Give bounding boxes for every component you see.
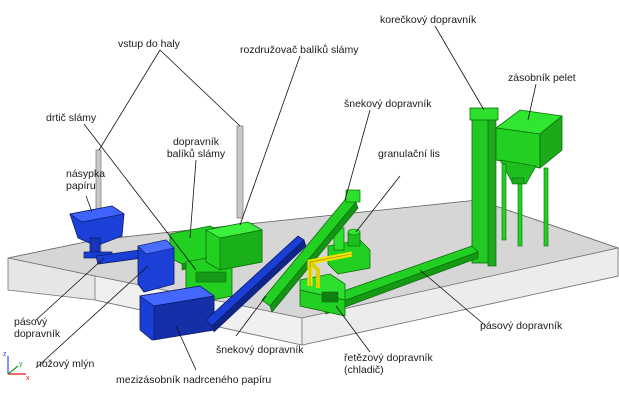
axis-y-label: y bbox=[19, 361, 23, 368]
knife-mill bbox=[137, 239, 175, 293]
pellet-silo bbox=[494, 109, 563, 247]
label-screw-conveyor-top: šnekový dopravník bbox=[344, 98, 432, 110]
axis-x-label: x bbox=[26, 375, 30, 382]
paper-hopper bbox=[69, 205, 125, 259]
label-screw-conveyor-bottom: šnekový dopravník bbox=[216, 344, 304, 356]
axis-triad: z y x bbox=[3, 351, 30, 382]
label-chain-conveyor-line2: (chladič) bbox=[344, 364, 384, 376]
label-belt-conveyor-right: pásový dopravník bbox=[480, 320, 563, 332]
label-straw-crusher: drtič slámy bbox=[46, 112, 97, 124]
label-bale-separator: rozdružovač balíků slámy bbox=[240, 44, 359, 56]
blue-screw-conveyor bbox=[205, 235, 307, 333]
label-pellet-mill: granulační lis bbox=[378, 148, 440, 160]
label-bale-conveyor-line1: dopravník bbox=[172, 136, 220, 148]
label-paper-hopper-line2: papíru bbox=[66, 180, 96, 192]
label-paper-hopper-line1: násypka bbox=[66, 168, 106, 180]
label-knife-mill: nožový mlýn bbox=[36, 358, 95, 370]
bucket-elevator bbox=[469, 107, 499, 267]
axis-z-label: z bbox=[3, 351, 7, 358]
label-belt-conveyor-left-line1: pásový bbox=[14, 316, 48, 328]
screw-conveyor-upper bbox=[261, 189, 361, 313]
label-chain-conveyor-line1: řetězový dopravník bbox=[344, 352, 433, 364]
label-pellet-silo: zásobník pelet bbox=[508, 72, 576, 84]
bale-separator bbox=[205, 221, 263, 271]
label-bale-conveyor-line2: balíků slámy bbox=[166, 148, 226, 160]
label-hall-entry: vstup do haly bbox=[118, 38, 180, 50]
label-bucket-elevator: korečkový dopravník bbox=[380, 14, 477, 26]
yellow-pipes bbox=[307, 251, 353, 288]
label-belt-conveyor-left-line2: dopravník bbox=[14, 328, 61, 340]
shredded-paper-silo bbox=[139, 285, 215, 341]
label-intermediate-silo: mezizásobník nadrceného papíru bbox=[116, 374, 272, 386]
leader-lines bbox=[35, 25, 537, 371]
